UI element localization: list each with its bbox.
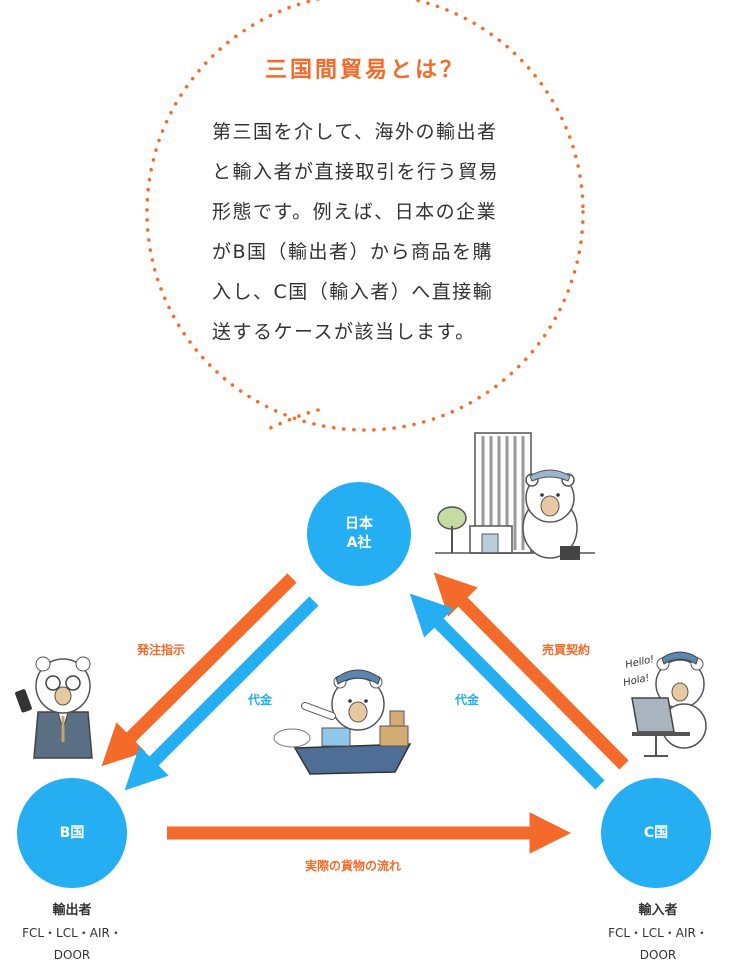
sales-contract-label: 売買契約	[542, 643, 591, 657]
description-line: 第三国を介して、海外の輸出者	[212, 121, 498, 143]
importer-bear-illustration: Hello! Hola!	[622, 651, 707, 757]
ship-bear-illustration	[273, 669, 412, 775]
description-line: がB国（輸出者）から商品を購	[212, 241, 494, 263]
importer-modes-line2: DOOR	[639, 948, 677, 962]
description-line: 入し、C国（輸入者）へ直接輸	[212, 281, 494, 303]
payment-left-arrow	[124, 596, 319, 791]
speech-hola: Hola!	[622, 673, 650, 689]
exporter-caption: 輸出者 FCL・LCL・AIR・ DOOR	[2, 900, 142, 966]
goods-flow-label: 実際の貨物の流れ	[305, 859, 402, 873]
exporter-modes-line1: FCL・LCL・AIR・	[22, 926, 122, 940]
office-building-bear-illustration	[435, 432, 595, 560]
exporter-bear-illustration	[15, 656, 93, 759]
order-label: 発注指示	[137, 643, 186, 657]
sales-contract-arrow	[433, 572, 629, 770]
node-country-c: C国	[601, 778, 711, 888]
callout-title: 三国間貿易とは？	[264, 58, 465, 83]
node-japan-company-a: 日本 A社	[307, 482, 411, 586]
importer-modes-line1: FCL・LCL・AIR・	[608, 926, 708, 940]
importer-role: 輸入者	[638, 903, 678, 918]
description-line: と輸入者が直接取引を行う貿易	[212, 161, 500, 183]
node-japan-line2: A社	[346, 535, 372, 551]
node-japan-line1: 日本	[345, 516, 373, 532]
node-b-label: B国	[59, 824, 85, 841]
description-line: 形態です。例えば、日本の企業	[212, 201, 498, 223]
callout-description: 第三国を介して、海外の輸出者 と輸入者が直接取引を行う貿易 形態です。例えば、日…	[212, 112, 532, 352]
speech-hello: Hello!	[624, 654, 655, 671]
exporter-role: 輸出者	[52, 903, 92, 918]
order-arrow	[101, 573, 297, 767]
node-country-b: B国	[17, 778, 127, 888]
payment-right-label: 代金	[455, 693, 480, 707]
payment-right-arrow	[409, 593, 605, 790]
node-c-label: C国	[643, 824, 669, 841]
description-line: 送するケースが該当します。	[212, 321, 476, 343]
speech-bubble-outline	[145, 0, 585, 434]
importer-caption: 輸入者 FCL・LCL・AIR・ DOOR	[588, 900, 728, 966]
exporter-modes-line2: DOOR	[53, 948, 91, 962]
payment-left-label: 代金	[248, 693, 273, 707]
